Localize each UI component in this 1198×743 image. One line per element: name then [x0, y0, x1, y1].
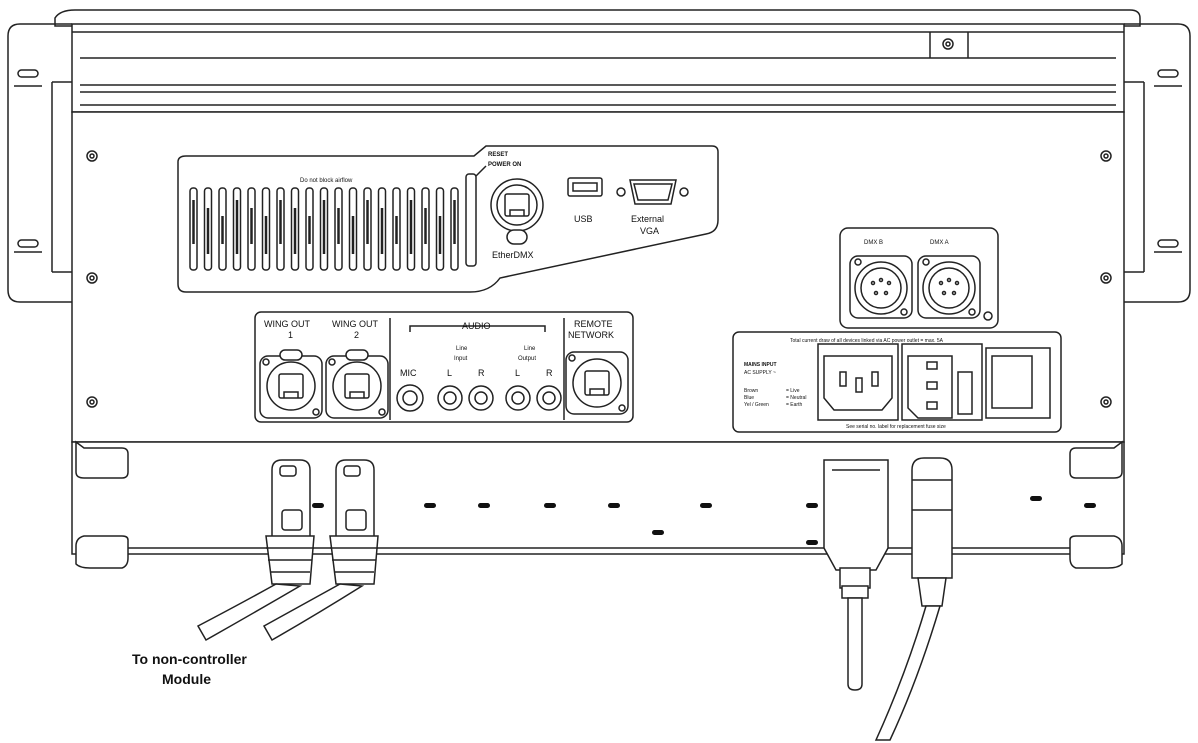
line-output-l-label: L — [515, 368, 520, 378]
top-screw-icon — [942, 38, 954, 50]
dmx-led-icon — [983, 311, 993, 321]
line-output-label-1: Line — [524, 346, 536, 352]
top-rail — [54, 9, 1141, 113]
power-switch[interactable] — [985, 347, 1051, 419]
ac-outlet[interactable] — [907, 355, 953, 419]
ac-outlet-cable-plug — [874, 457, 953, 741]
fuse-holder[interactable] — [957, 371, 973, 415]
wing-cable-plug-1 — [196, 459, 315, 642]
panel-labels: Do not block airflow RESET POWER ON Ethe… — [132, 152, 949, 687]
power-on-label: POWER ON — [488, 162, 521, 168]
line-input-label-2: Input — [454, 356, 468, 362]
wiring-brown: Brown — [744, 388, 758, 394]
airflow-vents — [189, 187, 459, 271]
screw-icon — [1100, 272, 1112, 284]
wing-cable-plug-2 — [262, 459, 379, 642]
screw-icon — [1100, 396, 1112, 408]
vent-slot — [218, 187, 227, 271]
line-output-label-2: Output — [518, 356, 536, 362]
line-input-label-1: Line — [456, 346, 468, 352]
vent-slot — [319, 187, 329, 271]
reset-power-switch[interactable] — [465, 173, 477, 267]
ac-supply-label: AC SUPPLY ~ — [744, 370, 776, 376]
audio-label: AUDIO — [462, 321, 491, 331]
reset-label: RESET — [488, 152, 508, 158]
airflow-note: Do not block airflow — [300, 178, 353, 184]
vent-slot — [334, 187, 343, 271]
vga-label-1: External — [631, 214, 664, 224]
caption-line-2: Module — [162, 671, 211, 687]
wiring-green: Yel / Green — [744, 402, 769, 408]
wing-out-2-number: 2 — [354, 330, 359, 340]
etherdmx-port[interactable] — [490, 178, 544, 245]
mic-label: MIC — [400, 368, 417, 378]
wiring-green-value: = Earth — [786, 402, 802, 408]
foot-icon — [75, 440, 129, 479]
vent-slot — [363, 187, 372, 271]
wing-out-1-port[interactable] — [259, 349, 323, 419]
vent-slot — [392, 187, 401, 271]
screw-icon — [86, 150, 98, 162]
line-input-l-jack[interactable] — [437, 385, 463, 411]
wing-out-2-port[interactable] — [325, 349, 389, 419]
vent-slot — [421, 187, 430, 271]
line-input-r-label: R — [478, 368, 485, 378]
iec-inlet[interactable] — [823, 355, 893, 411]
vga-label-2: VGA — [640, 226, 659, 236]
vent-slot — [290, 187, 300, 271]
dmx-b-label: DMX B — [864, 240, 883, 246]
vga-port[interactable] — [616, 179, 689, 205]
panel-screws — [86, 150, 1112, 408]
wing-out-2-label: WING OUT — [332, 319, 378, 329]
vent-slot — [435, 187, 445, 271]
wiring-blue: Blue — [744, 395, 754, 401]
caption-line-1: To non-controller — [132, 651, 247, 667]
vent-slot — [348, 187, 358, 271]
foot-icon — [75, 535, 129, 569]
usb-port[interactable] — [567, 177, 603, 197]
left-rack-ear — [7, 23, 72, 303]
wing-out-1-label: WING OUT — [264, 319, 310, 329]
screw-icon — [86, 396, 98, 408]
right-rack-ear — [1124, 23, 1191, 303]
vent-slot — [189, 187, 198, 271]
vent-slot — [232, 187, 242, 271]
foot-icon — [1069, 440, 1123, 479]
usb-label: USB — [574, 214, 593, 224]
dmx-a-label: DMX A — [930, 240, 949, 246]
screw-icon — [86, 272, 98, 284]
lower-chassis — [71, 441, 1125, 555]
wiring-brown-value: = Live — [786, 388, 800, 394]
remote-label-1: REMOTE — [574, 319, 613, 329]
chassis-holes — [312, 496, 1096, 545]
line-output-l-jack[interactable] — [505, 385, 531, 411]
vent-slot — [261, 187, 271, 271]
vent-slot — [276, 187, 285, 271]
line-input-r-jack[interactable] — [468, 385, 494, 411]
dmx-a-connector[interactable] — [917, 255, 981, 319]
mains-input-label: MAINS INPUT — [744, 362, 777, 368]
remote-network-port[interactable] — [565, 351, 629, 415]
vent-slot — [377, 187, 387, 271]
wing-out-1-number: 1 — [288, 330, 293, 340]
vent-slot — [406, 187, 416, 271]
wiring-blue-value: = Neutral — [786, 395, 806, 401]
current-note: Total current draw of all devices linked… — [790, 338, 944, 344]
vent-slot — [203, 187, 213, 271]
mains-input-cable-plug — [823, 459, 889, 691]
vent-slot — [450, 187, 459, 271]
screw-icon — [1100, 150, 1112, 162]
mic-jack[interactable] — [396, 384, 424, 412]
vent-slot — [247, 187, 256, 271]
remote-label-2: NETWORK — [568, 330, 614, 340]
dmx-b-connector[interactable] — [849, 255, 913, 319]
vent-slot — [305, 187, 314, 271]
line-output-r-label: R — [546, 368, 553, 378]
foot-icon — [1069, 535, 1123, 569]
line-input-l-label: L — [447, 368, 452, 378]
etherdmx-label: EtherDMX — [492, 250, 534, 260]
line-output-r-jack[interactable] — [536, 385, 562, 411]
fuse-note: See serial no. label for replacement fus… — [846, 424, 946, 430]
